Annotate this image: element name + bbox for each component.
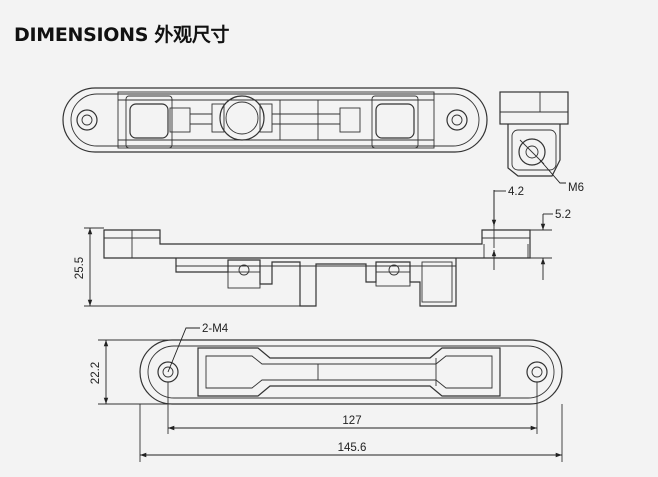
front-view [103, 229, 531, 307]
dimension-height: 25.5 [74, 227, 300, 307]
overall-length-label: 145.6 [338, 442, 367, 454]
thread-label: M6 [568, 182, 584, 194]
top-view-right-hole [446, 109, 468, 131]
dimension-gap-b: 5.2 [530, 209, 571, 280]
holes-label: 2-M4 [202, 323, 229, 335]
top-view-left-hole [76, 109, 98, 131]
gap-a-label: 4.2 [508, 186, 524, 198]
bottom-view-right-hole [526, 361, 548, 383]
top-view-right-roller [339, 95, 419, 149]
dimension-gap-a: 4.2 [491, 186, 524, 270]
width-label: 22.2 [90, 362, 102, 384]
top-view [62, 87, 488, 153]
top-view-center-body [211, 95, 273, 141]
dimension-width: 22.2 [90, 339, 170, 405]
dimension-hole-spacing: 127 [167, 382, 538, 434]
bottom-view [139, 339, 563, 405]
side-view: M6 [499, 91, 584, 194]
height-label: 25.5 [74, 257, 86, 279]
gap-b-label: 5.2 [555, 209, 571, 221]
holes-callout: 2-M4 [167, 323, 229, 373]
hole-spacing-label: 127 [342, 415, 361, 427]
dimension-overall-length: 145.6 [139, 404, 563, 462]
top-view-left-roller [125, 95, 191, 149]
page-title: DIMENSIONS 外观尺寸 [14, 24, 230, 46]
